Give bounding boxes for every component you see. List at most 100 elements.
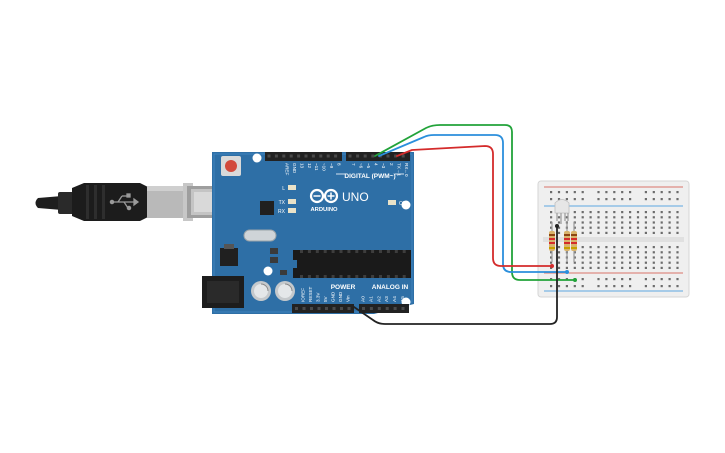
breadboard-hole[interactable] [557,251,561,254]
breadboard-hole[interactable] [660,256,663,259]
breadboard-hole[interactable] [613,231,616,234]
pin-hole[interactable] [371,154,375,158]
breadboard-hole[interactable] [621,191,624,194]
breadboard-hole[interactable] [565,266,568,269]
breadboard-hole[interactable] [597,246,600,249]
breadboard-hole[interactable] [660,198,663,201]
pin-hole[interactable] [348,154,352,158]
breadboard-hole[interactable] [605,261,608,264]
breadboard-hole[interactable] [550,191,553,194]
digital-pin-header[interactable] [265,152,410,161]
breadboard-hole[interactable] [652,261,655,264]
breadboard-hole[interactable] [636,246,640,249]
breadboard-hole[interactable] [613,211,616,214]
breadboard-hole[interactable] [652,211,655,214]
breadboard-hole[interactable] [636,256,640,259]
pin-hole[interactable] [363,154,367,158]
breadboard-hole[interactable] [629,211,632,214]
breadboard-hole[interactable] [557,261,561,264]
breadboard-hole[interactable] [613,285,616,288]
breadboard-hole[interactable] [613,266,616,269]
breadboard-hole[interactable] [605,226,608,229]
breadboard-hole[interactable] [597,231,600,234]
breadboard-hole[interactable] [660,251,663,254]
breadboard-hole[interactable] [644,231,647,234]
breadboard-hole[interactable] [676,266,679,269]
analog-pin-header[interactable] [359,304,409,313]
breadboard-hole[interactable] [573,256,576,259]
breadboard-hole[interactable] [676,285,679,288]
breadboard-hole[interactable] [644,251,647,254]
breadboard-hole[interactable] [613,216,616,219]
pin-hole[interactable] [295,307,298,310]
breadboard-hole[interactable] [621,198,624,201]
pin-hole[interactable] [282,154,286,158]
breadboard-hole[interactable] [629,231,632,234]
pin-hole[interactable] [377,307,381,310]
breadboard-hole[interactable] [557,221,561,224]
pin-hole[interactable] [326,154,330,158]
breadboard-hole[interactable] [652,198,655,201]
wire-red[interactable] [396,145,553,267]
breadboard-hole[interactable] [597,256,600,259]
breadboard-hole[interactable] [565,198,568,201]
resistor-2[interactable] [564,222,570,262]
breadboard-hole[interactable] [581,261,584,264]
breadboard-hole[interactable] [597,266,600,269]
breadboard-hole[interactable] [605,266,608,269]
breadboard-hole[interactable] [652,256,655,259]
breadboard-hole[interactable] [644,221,647,224]
breadboard-hole[interactable] [597,191,600,194]
breadboard-hole[interactable] [676,198,679,201]
breadboard-hole[interactable] [644,246,647,249]
breadboard-hole[interactable] [676,211,679,214]
breadboard-hole[interactable] [550,211,553,214]
pin-hole[interactable] [362,307,365,310]
breadboard-hole[interactable] [629,285,632,288]
breadboard-hole[interactable] [668,256,671,259]
breadboard-hole[interactable] [597,216,600,219]
breadboard-hole[interactable] [589,226,592,229]
breadboard-hole[interactable] [629,251,632,254]
breadboard-hole[interactable] [629,278,632,281]
power-jack[interactable] [202,276,244,308]
breadboard-hole[interactable] [605,246,608,249]
pin-hole[interactable] [317,307,321,310]
breadboard-hole[interactable] [636,231,640,234]
breadboard-hole[interactable] [644,285,647,288]
breadboard-hole[interactable] [589,216,592,219]
breadboard-hole[interactable] [644,261,647,264]
breadboard-hole[interactable] [550,256,553,259]
breadboard-hole[interactable] [581,198,584,201]
breadboard-hole[interactable] [629,221,632,224]
breadboard-hole[interactable] [613,261,616,264]
pin-hole[interactable] [311,154,315,158]
breadboard-hole[interactable] [597,285,600,288]
breadboard-hole[interactable] [660,216,663,219]
breadboard-hole[interactable] [621,246,624,249]
breadboard-hole[interactable] [629,246,632,249]
breadboard-hole[interactable] [621,251,624,254]
breadboard-hole[interactable] [660,246,663,249]
pin-hole[interactable] [325,307,328,310]
pin-hole[interactable] [340,307,343,310]
breadboard-hole[interactable] [613,246,616,249]
breadboard-hole[interactable] [621,231,624,234]
breadboard-hole[interactable] [629,226,632,229]
breadboard-hole[interactable] [565,285,568,288]
breadboard-hole[interactable] [597,221,600,224]
breadboard-hole[interactable] [621,266,624,269]
breadboard-hole[interactable] [557,266,561,269]
breadboard-hole[interactable] [581,216,584,219]
breadboard-hole[interactable] [557,191,561,194]
breadboard-hole[interactable] [652,216,655,219]
breadboard-hole[interactable] [621,256,624,259]
breadboard-hole[interactable] [597,261,600,264]
breadboard-hole[interactable] [605,251,608,254]
breadboard-hole[interactable] [581,246,584,249]
breadboard-hole[interactable] [589,231,592,234]
breadboard-hole[interactable] [621,278,624,281]
breadboard-hole[interactable] [605,278,608,281]
power-pin-header[interactable] [292,304,354,313]
breadboard-hole[interactable] [676,191,679,194]
